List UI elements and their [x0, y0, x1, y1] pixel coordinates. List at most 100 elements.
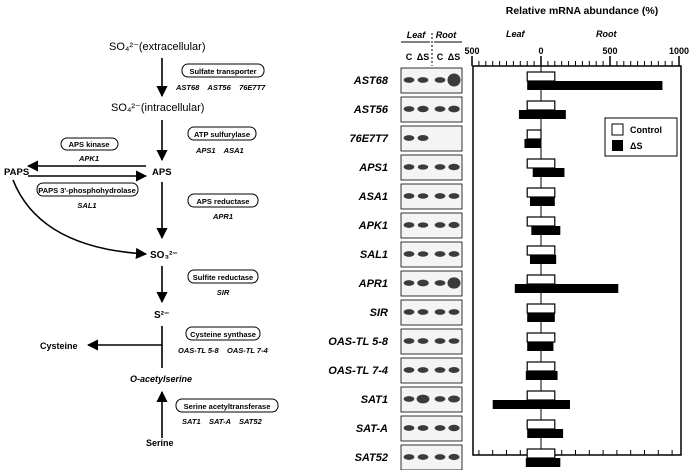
legend-swatch-deficient	[612, 140, 623, 151]
genes-sulfite-reductase: SIR	[217, 288, 230, 297]
blot-band	[448, 395, 460, 403]
bar-deficient	[529, 255, 557, 264]
cysteine-label: Cysteine	[40, 341, 78, 351]
blot-root-ds-label: ΔS	[448, 52, 460, 62]
blot-band	[434, 77, 446, 83]
bar-control	[526, 448, 556, 459]
blot-band	[403, 164, 415, 170]
bar-deficient	[525, 458, 561, 467]
chart-root-side-label: Root	[596, 29, 617, 39]
bar-control	[526, 245, 556, 256]
pathway-diagram: SO₄²⁻(extracellular) Sulfate transporter…	[4, 41, 279, 448]
cysteine-synthase-arrow	[86, 326, 163, 351]
blot-band	[403, 396, 415, 402]
bar-deficient	[531, 226, 561, 235]
genes-cysteine-synthase: OAS-TL 5-8 OAS-TL 7-4	[178, 346, 269, 355]
blot-band	[416, 394, 430, 404]
blot-band	[403, 309, 415, 315]
bar-deficient	[527, 81, 663, 90]
blot-band	[434, 251, 446, 257]
legend-label-deficient: ΔS	[630, 141, 642, 151]
blot-band	[417, 77, 429, 83]
gene-label: SAT1	[361, 394, 388, 406]
blot-band	[403, 222, 415, 228]
gene-label: 76E7T7	[349, 133, 388, 145]
enzyme-box-cysteine-synthase	[185, 326, 261, 341]
blot-band	[434, 164, 446, 170]
genes-sulfate-transporter: AST68 AST56 76E7T7	[175, 83, 266, 92]
enzyme-box-sulfite-reductase	[187, 269, 259, 284]
blot-panel: Leaf Root C ΔS C ΔS	[400, 30, 463, 471]
blot-band	[448, 367, 460, 373]
enzyme-serine-acetyltransferase: Serine acetyltransferase	[184, 402, 271, 411]
bar-deficient	[529, 197, 555, 206]
gene-label: SAT52	[355, 452, 388, 464]
aps-label: APS	[152, 167, 172, 178]
blot-band	[403, 338, 415, 344]
gene-label: SIR	[370, 307, 388, 319]
genes-paps-phosphohydrolase: SAL1	[77, 201, 96, 210]
blot-band	[417, 222, 429, 228]
bar-control	[526, 332, 556, 343]
enzyme-atp-sulfurylase: ATP sulfurylase	[194, 130, 250, 139]
blot-band	[434, 425, 446, 431]
blot-band	[434, 309, 446, 315]
tick-label: 0	[538, 46, 543, 56]
gene-label: SAT-A	[356, 423, 388, 435]
genes-aps-kinase: APK1	[78, 154, 99, 163]
gene-label: OAS-TL 7-4	[328, 365, 388, 377]
blot-band	[434, 367, 446, 373]
blot-band	[448, 309, 460, 315]
bar-deficient	[527, 342, 554, 351]
blot-band	[447, 73, 461, 87]
blot-band	[448, 105, 460, 113]
blot-band	[447, 277, 461, 289]
sulfite-label: SO₃²⁻	[150, 250, 178, 261]
sulfide-label: S²⁻	[154, 310, 169, 321]
blot-band	[448, 221, 460, 229]
blot-band	[403, 193, 415, 199]
blot-leaf-header: Leaf	[407, 30, 427, 40]
blot-band	[448, 163, 460, 171]
bar-control	[526, 129, 542, 140]
enzyme-sulfate-transporter: Sulfate transporter	[189, 67, 256, 76]
blot-band	[417, 338, 429, 344]
blot-band	[434, 454, 446, 460]
legend: Control ΔS	[604, 117, 678, 157]
bar-deficient	[527, 429, 564, 438]
gene-label: APK1	[358, 220, 388, 232]
bar-control	[526, 274, 556, 285]
sulfate-intracellular-label: SO₄²⁻(intracellular)	[111, 102, 204, 114]
gene-label: ASA1	[358, 191, 388, 203]
serine-label: Serine	[146, 438, 174, 448]
blot-band	[448, 338, 460, 344]
chart-bars	[492, 71, 663, 467]
blot-band	[417, 135, 429, 141]
enzyme-box-atp-sulfurylase	[187, 126, 257, 141]
legend-swatch-control	[611, 123, 624, 136]
legend-label-control: Control	[630, 125, 662, 135]
bar-control	[526, 187, 556, 198]
bar-deficient	[514, 284, 619, 293]
plot-frame	[472, 65, 682, 456]
enzyme-box-aps-kinase	[60, 137, 119, 151]
blot-root-header: Root	[436, 30, 457, 40]
blot-band	[434, 106, 446, 112]
bar-control	[526, 100, 556, 111]
blot-band	[417, 251, 429, 257]
blot-band	[434, 280, 446, 286]
bar-deficient	[524, 139, 541, 148]
blot-band	[403, 106, 415, 112]
enzyme-box-aps-reductase	[187, 193, 259, 208]
oas-label: O-acetylserine	[130, 374, 192, 384]
blot-band	[434, 222, 446, 228]
bar-control	[526, 71, 556, 82]
bar-control	[526, 158, 556, 169]
paps-to-sulfite-arrow	[12, 179, 148, 260]
blot-band	[417, 105, 429, 113]
blot-leaf-ds-label: ΔS	[417, 52, 429, 62]
blot-band	[403, 454, 415, 460]
